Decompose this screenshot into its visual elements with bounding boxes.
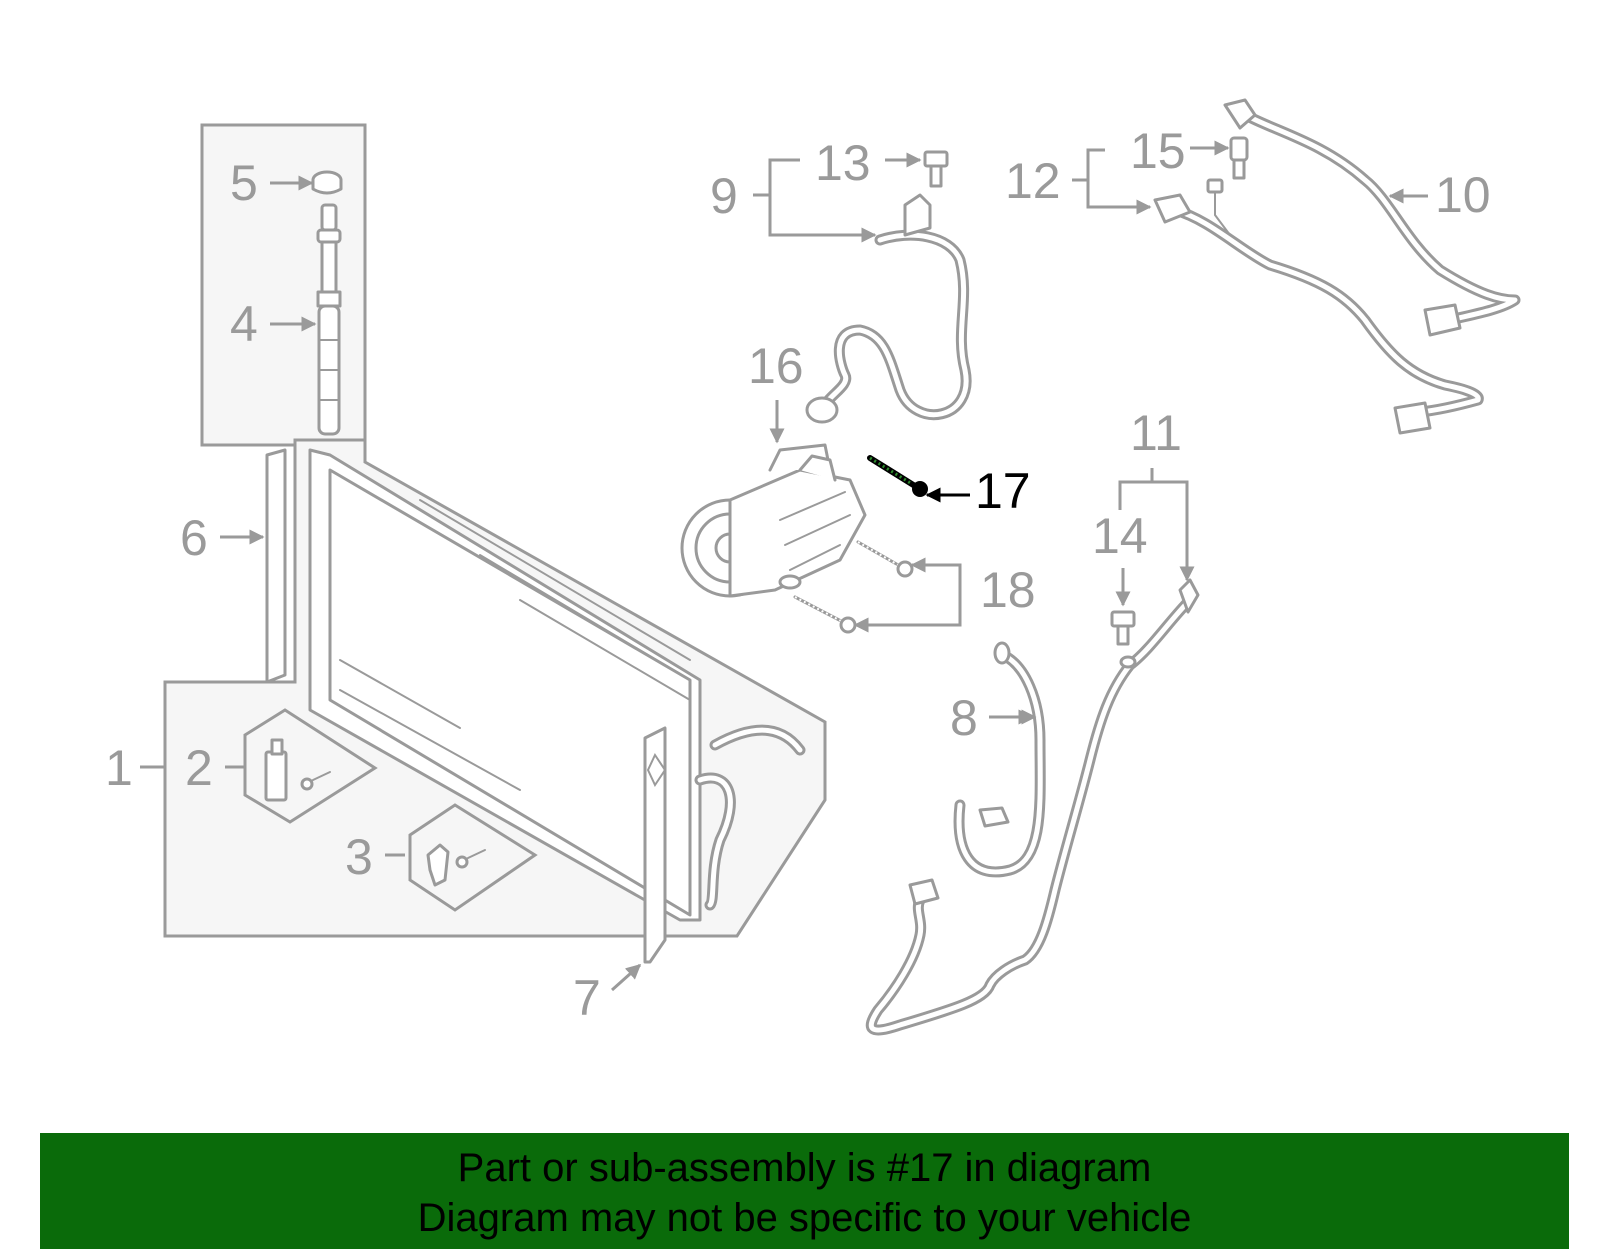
callout-6: 6 [180, 510, 208, 566]
seal-strip [265, 448, 287, 684]
suction-hose [805, 193, 972, 424]
leader-lines [140, 140, 1428, 992]
highlighted-bolt [867, 455, 928, 497]
callout-4: 4 [230, 296, 258, 352]
banner-line-1: Part or sub-assembly is #17 in diagram [457, 1146, 1152, 1190]
callout-11: 11 [1130, 405, 1182, 461]
callout-numbers: 1 2 3 4 5 6 7 8 9 10 11 12 13 14 15 16 1… [105, 123, 1491, 1026]
liquid-hose-11 [865, 578, 1200, 1036]
receiver-drier-panel [200, 123, 367, 447]
callout-14: 14 [1092, 508, 1148, 564]
callout-13: 13 [815, 135, 871, 191]
callout-2: 2 [185, 740, 213, 796]
callout-1: 1 [105, 740, 133, 796]
banner-line-2: Diagram may not be specific to your vehi… [417, 1196, 1192, 1240]
callout-17: 17 [975, 463, 1031, 519]
receiver-drier [316, 203, 342, 436]
pressure-sensor [1229, 136, 1249, 180]
liquid-hose-8 [953, 641, 1046, 878]
callout-10: 10 [1435, 167, 1491, 223]
callout-9: 9 [710, 168, 738, 224]
callout-8: 8 [950, 690, 978, 746]
discharge-hoses [1153, 98, 1521, 435]
callout-5: 5 [230, 155, 258, 211]
condenser [308, 448, 806, 922]
callout-7: 7 [573, 970, 601, 1026]
fitting-14 [1110, 610, 1136, 646]
callout-12: 12 [1005, 153, 1061, 209]
callout-15: 15 [1130, 123, 1186, 179]
seal-strip-lower [643, 726, 667, 964]
callout-16: 16 [748, 338, 804, 394]
compressor [680, 443, 867, 598]
callout-18: 18 [980, 562, 1036, 618]
callout-3: 3 [345, 829, 373, 885]
bracket-panel-3 [408, 803, 538, 912]
info-banner: Part or sub-assembly is #17 in diagram D… [40, 1133, 1569, 1249]
condenser-group [163, 123, 827, 964]
bolt-13 [923, 150, 949, 188]
